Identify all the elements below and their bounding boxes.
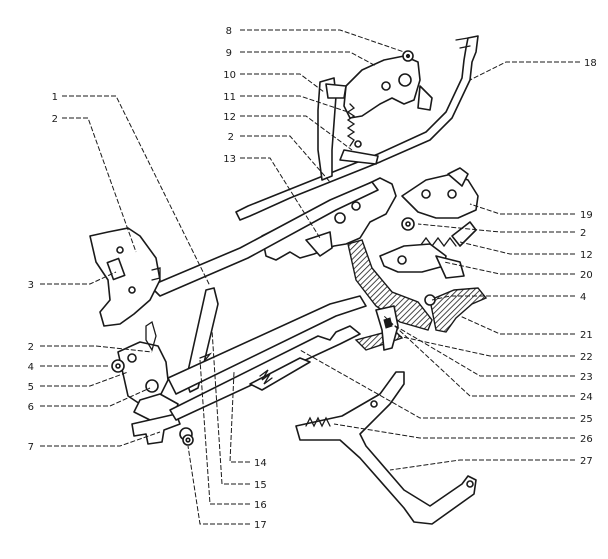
callout-16: 16 bbox=[254, 500, 267, 511]
callout-13: 13 bbox=[223, 154, 236, 165]
part-23-lever-arm bbox=[375, 305, 399, 351]
callout-21: 21 bbox=[580, 330, 593, 341]
part-9-upper-bracket bbox=[343, 55, 433, 119]
part-17-washer bbox=[182, 434, 194, 446]
callout-26: 26 bbox=[580, 434, 593, 445]
callout-labels: 8 9 18 10 11 12 2 13 1 2 19 2 12 20 3 4 … bbox=[28, 26, 597, 531]
callout-25: 25 bbox=[580, 414, 593, 425]
callout-12-right: 12 bbox=[580, 250, 593, 261]
part-25-bar bbox=[249, 357, 311, 391]
part-11-spring bbox=[346, 103, 356, 147]
callout-2-top: 2 bbox=[228, 132, 234, 143]
part-20-lever bbox=[379, 243, 465, 279]
callout-9: 9 bbox=[226, 48, 232, 59]
callout-4-left: 4 bbox=[28, 362, 34, 373]
part-24-hatched-shoe bbox=[347, 239, 433, 331]
part-3-side-plate bbox=[89, 227, 161, 327]
part-4-washer bbox=[111, 359, 125, 373]
callout-12-top: 12 bbox=[223, 112, 236, 123]
callout-1: 1 bbox=[52, 92, 58, 103]
part-21-hatched-pad bbox=[424, 287, 488, 333]
part-27-pedal-lever bbox=[295, 371, 477, 525]
part-8-nut bbox=[402, 50, 414, 62]
part-12-pin bbox=[339, 140, 379, 165]
part-2-washer-right bbox=[401, 217, 415, 231]
part-18-long-rod bbox=[235, 35, 479, 221]
callout-20: 20 bbox=[580, 270, 593, 281]
part-19-right-plate bbox=[401, 167, 479, 219]
callout-2-lower-left: 2 bbox=[28, 342, 34, 353]
callout-6: 6 bbox=[28, 402, 34, 413]
part-13-center-plate bbox=[261, 177, 397, 261]
part-26-spring bbox=[305, 416, 331, 428]
callout-7: 7 bbox=[28, 442, 34, 453]
part-12b-spring bbox=[419, 221, 477, 248]
callout-10: 10 bbox=[223, 70, 236, 81]
callout-24: 24 bbox=[580, 392, 593, 403]
leader-lines bbox=[40, 29, 580, 525]
callout-18: 18 bbox=[584, 58, 597, 69]
callout-23: 23 bbox=[580, 372, 593, 383]
callout-4-right: 4 bbox=[580, 292, 586, 303]
callout-3: 3 bbox=[28, 280, 34, 291]
callout-2-left: 2 bbox=[52, 114, 58, 125]
callout-5: 5 bbox=[28, 382, 34, 393]
part-1-diagonal-bar bbox=[149, 181, 379, 297]
callout-2-right: 2 bbox=[580, 228, 586, 239]
callout-15: 15 bbox=[254, 480, 267, 491]
callout-27: 27 bbox=[580, 456, 593, 467]
part-10-vertical-plate bbox=[317, 77, 347, 181]
callout-17: 17 bbox=[254, 520, 267, 531]
callout-11: 11 bbox=[223, 92, 236, 103]
callout-22: 22 bbox=[580, 352, 593, 363]
callout-19: 19 bbox=[580, 210, 593, 221]
callout-14: 14 bbox=[254, 458, 267, 469]
callout-8: 8 bbox=[226, 26, 232, 37]
